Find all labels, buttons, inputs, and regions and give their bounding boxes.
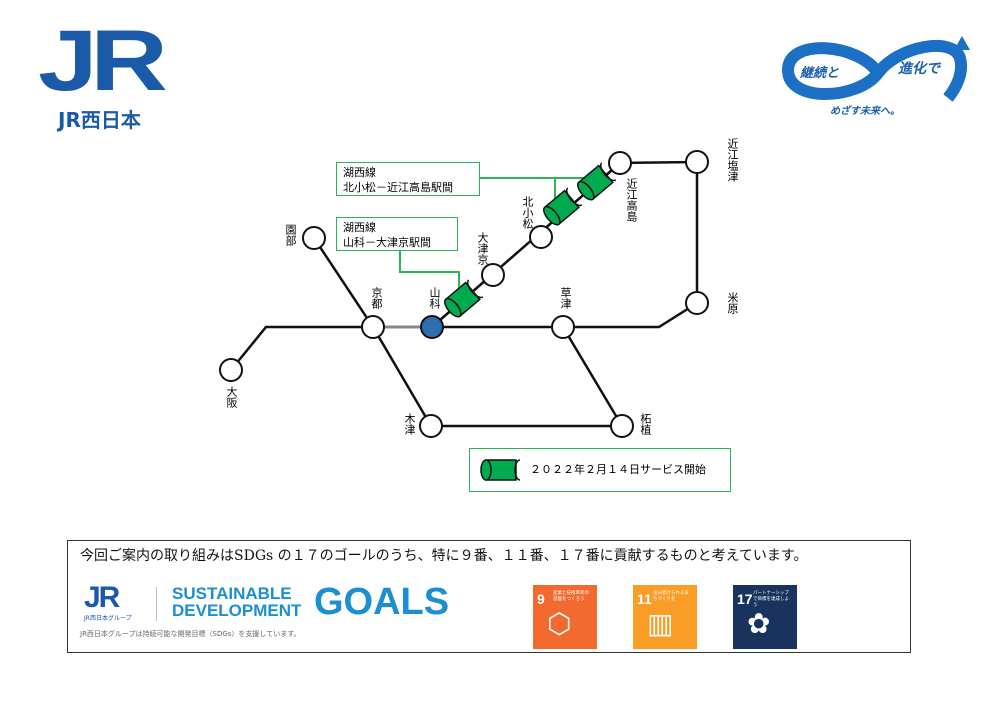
label-yamashina: 山科 (428, 287, 441, 309)
service-cylinder-icon (480, 459, 521, 481)
label-sonobe: 園部 (284, 224, 297, 246)
sdgs-statement: 今回ご案内の取り組みはSDGs の１７のゴールのうち、特に９番、１１番、１７番に… (80, 548, 808, 564)
stations (219, 150, 709, 438)
label-omishiozu: 近江塩津 (726, 138, 739, 182)
jr-logo-mark: JR (38, 13, 168, 109)
label-kyoto: 京都 (370, 287, 383, 309)
service-segment-kitakomatsu-1 (543, 187, 583, 226)
station-osaka (219, 358, 243, 382)
legend-text: ２０２２年２月１４日サービス開始 (530, 463, 706, 476)
callout-kitakomatsu-omitakashima: 湖西線 北小松－近江高島駅間 (336, 162, 480, 196)
sustainable-development: SUSTAINABLE DEVELOPMENT (172, 585, 301, 619)
station-kizu (419, 414, 443, 438)
service-segment-yamashina-otsukyo (444, 279, 484, 318)
station-maibara (685, 291, 709, 315)
jr-west-logo: JR JR西日本 (38, 13, 188, 132)
station-sonobe (302, 226, 326, 250)
goal-title: 産業と技術革新の基盤をつくろう (553, 591, 589, 602)
label-omitakashima: 近江高島 (625, 178, 638, 222)
goal-number: 11 (637, 591, 652, 607)
divider (156, 587, 157, 621)
goal-number: 9 (537, 591, 545, 607)
slogan-logo: 継続と 進化で めざす未来へ。 (778, 28, 978, 118)
label-kizu: 木津 (403, 413, 416, 435)
sdg-goal-11: 11 住み続けられるまちづくりを ▥ (633, 585, 697, 649)
label-kusatsu: 草津 (559, 287, 572, 309)
callout-line: 湖西線 (343, 166, 376, 179)
service-segment-kitakomatsu-2 (577, 162, 617, 201)
infinity-icon (781, 36, 970, 102)
legend: ２０２２年２月１４日サービス開始 (469, 448, 731, 492)
goal-title: パートナーシップで目標を達成しよう (753, 591, 789, 608)
partnership-flower-icon: ✿ (747, 607, 771, 640)
buildings-icon: ▥ (647, 607, 674, 640)
sdgs-panel: 今回ご案内の取り組みはSDGs の１７のゴールのうち、特に９番、１１番、１７番に… (67, 540, 911, 653)
sdg-goal-9: 9 産業と技術革新の基盤をつくろう ⬡ (533, 585, 597, 649)
sd-line1: SUSTAINABLE (172, 584, 292, 603)
slogan-right: 進化で (898, 61, 940, 77)
service-segments (444, 162, 617, 318)
label-kitakomatsu: 北小松 (521, 196, 534, 229)
route-map (219, 150, 709, 438)
label-tsuge: 柘植 (639, 413, 652, 435)
cubes-icon: ⬡ (547, 607, 572, 640)
goal-title: 住み続けられるまちづくりを (653, 591, 689, 602)
sdg-goal-17: 17 パートナーシップで目標を達成しよう ✿ (733, 585, 797, 649)
station-kyoto (361, 315, 385, 339)
station-otsukyo (481, 263, 505, 287)
jr-group-name: JR西日本グループ (84, 615, 132, 622)
callout-section: 北小松－近江高島駅間 (343, 181, 453, 194)
station-omitakashima (608, 151, 632, 175)
station-omishiozu (685, 150, 709, 174)
station-kitakomatsu (529, 225, 553, 249)
station-yamashina (420, 315, 444, 339)
goal-number: 17 (737, 591, 753, 607)
callout-section: 山科－大津京駅間 (343, 236, 431, 249)
callout-line: 湖西線 (343, 221, 376, 234)
sd-line2: DEVELOPMENT (172, 601, 302, 620)
goals-word: GOALS (314, 581, 450, 623)
label-maibara: 米原 (726, 292, 739, 314)
label-osaka: 大阪 (225, 386, 238, 408)
callout-yamashina-otsukyo: 湖西線 山科－大津京駅間 (336, 217, 458, 251)
label-otsukyo: 大津京 (476, 232, 489, 265)
jr-logo-name: JR西日本 (58, 108, 141, 132)
jr-group-logo: JR (84, 581, 120, 614)
station-tsuge (610, 414, 634, 438)
station-kusatsu (551, 315, 575, 339)
slogan-left: 継続と (800, 66, 840, 81)
slogan-bottom: めざす未来へ。 (830, 106, 900, 117)
support-text: JR西日本グループは持続可能な開発目標（SDGs）を支援しています。 (80, 630, 301, 638)
